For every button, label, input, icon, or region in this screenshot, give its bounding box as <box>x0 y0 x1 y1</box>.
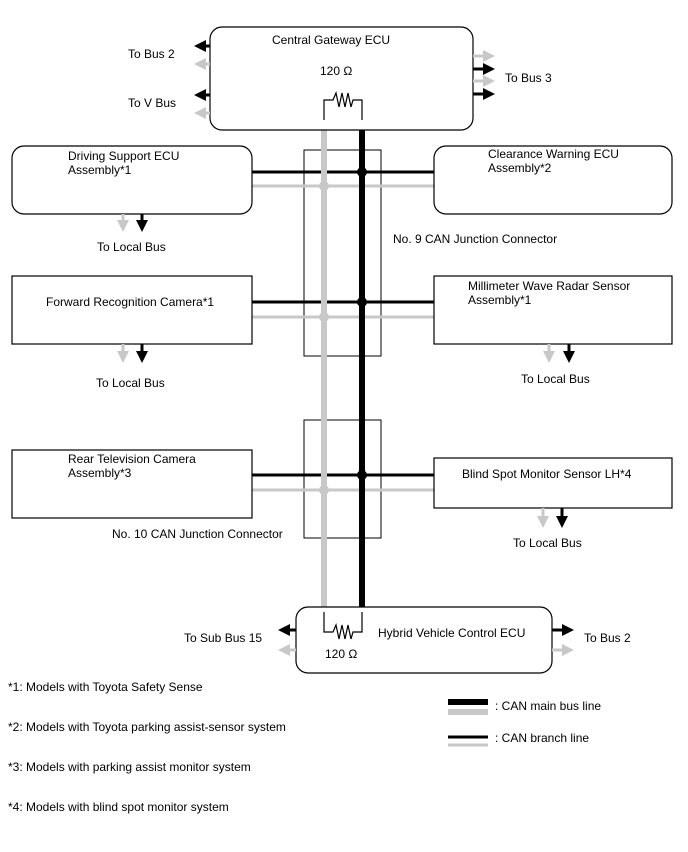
footnote-2: *2: Models with Toyota parking assist-se… <box>8 720 286 734</box>
gw-to-bus2-label: To Bus 2 <box>128 47 175 61</box>
gateway-resistor-label: 120 Ω <box>320 64 352 78</box>
hv-to-sub-bus15-label: To Sub Bus 15 <box>184 631 262 645</box>
rear-tv-camera-label-line2: Assembly*3 <box>68 466 132 480</box>
gw-to-bus3-label: To Bus 3 <box>505 71 552 85</box>
forward-camera-label: Forward Recognition Camera*1 <box>46 295 214 309</box>
blind-spot-monitor-box <box>433 457 673 509</box>
hybrid-resistor-label: 120 Ω <box>325 647 357 661</box>
central-gateway-ecu-box <box>209 26 474 131</box>
mmw-radar-label-line2: Assembly*1 <box>468 293 532 307</box>
ds-to-local-bus-label: To Local Bus <box>97 240 166 254</box>
junction-dot <box>319 181 329 191</box>
clearance-warning-label-line1: Clearance Warning ECU <box>488 147 619 161</box>
junction-connector-9 <box>303 149 382 357</box>
footnote-1: *1: Models with Toyota Safety Sense <box>8 680 203 694</box>
driving-support-label-line2: Assembly*1 <box>68 163 132 177</box>
jc9-label: No. 9 CAN Junction Connector <box>393 232 557 246</box>
junction-connector-10 <box>303 419 382 539</box>
junction-dot <box>319 312 329 322</box>
junction-dot <box>319 485 329 495</box>
central-gateway-label: Central Gateway ECU <box>272 33 390 47</box>
gw-to-vbus-label: To V Bus <box>128 96 176 110</box>
junction-dot <box>357 470 367 480</box>
driving-support-label-line1: Driving Support ECU <box>68 149 179 163</box>
hybrid-vehicle-ecu-box <box>295 606 553 674</box>
millimeter-wave-radar-box <box>433 275 673 345</box>
legend-branch-label: : CAN branch line <box>495 731 589 745</box>
clearance-warning-label-line2: Assembly*2 <box>488 161 552 175</box>
bsm-to-local-bus-label: To Local Bus <box>513 536 582 550</box>
gateway-resistor-wire <box>323 91 363 120</box>
blind-spot-monitor-label: Blind Spot Monitor Sensor LH*4 <box>462 467 632 481</box>
forward-recognition-camera-box <box>11 275 253 345</box>
hybrid-vehicle-label: Hybrid Vehicle Control ECU <box>378 626 525 640</box>
clearance-warning-ecu-box <box>433 145 673 215</box>
legend-main-label: : CAN main bus line <box>495 699 601 713</box>
footnote-4: *4: Models with blind spot monitor syste… <box>8 800 229 814</box>
footnote-3: *3: Models with parking assist monitor s… <box>8 760 251 774</box>
hybrid-resistor-wire <box>323 612 363 640</box>
mmw-to-local-bus-label: To Local Bus <box>521 372 590 386</box>
driving-support-ecu-box <box>11 145 253 215</box>
junction-dot <box>357 167 367 177</box>
hv-to-bus2-label: To Bus 2 <box>584 631 631 645</box>
fc-to-local-bus-label: To Local Bus <box>96 376 165 390</box>
mmw-radar-label-line1: Millimeter Wave Radar Sensor <box>468 279 630 293</box>
rear-tv-camera-label-line1: Rear Television Camera <box>68 452 196 466</box>
jc10-label: No. 10 CAN Junction Connector <box>112 527 283 541</box>
rear-television-camera-box <box>11 449 253 519</box>
junction-dot <box>357 297 367 307</box>
